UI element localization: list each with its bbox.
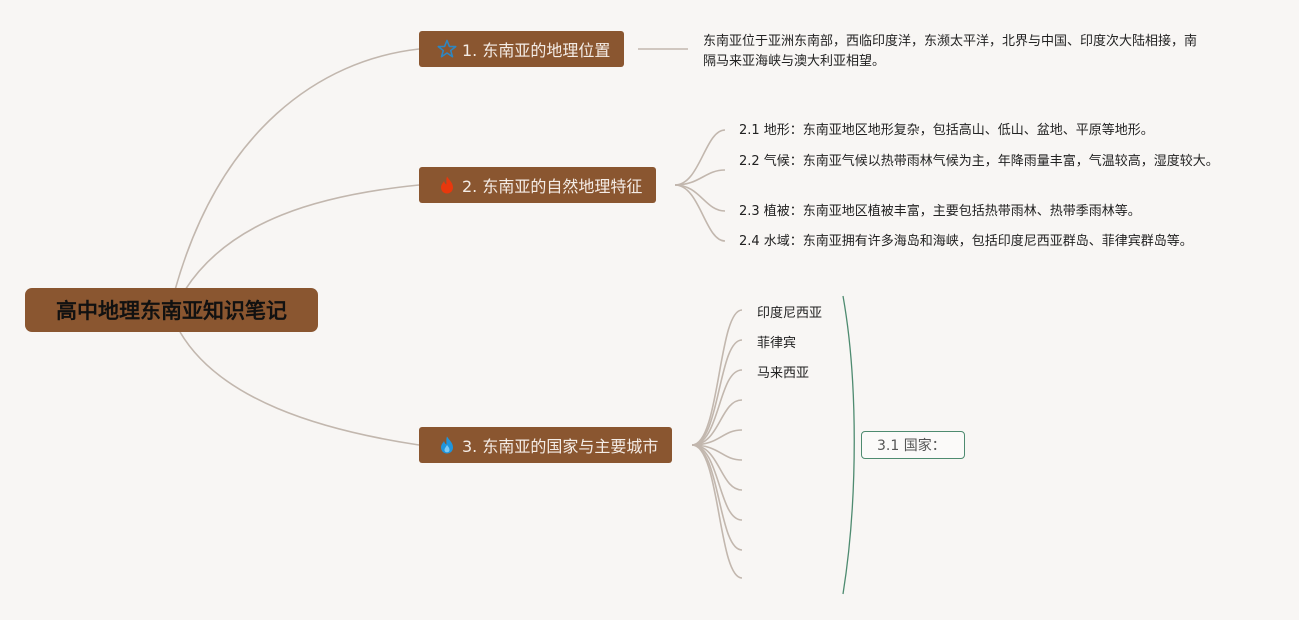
location-note: 东南亚位于亚洲东南部，西临印度洋，东濒太平洋，北界与中国、印度次大陆相接，南隔马…	[703, 34, 1198, 69]
country-item-indonesia[interactable]: 印度尼西亚	[757, 306, 823, 321]
country-connector-1	[691, 309, 743, 446]
root-to-branch-3-connector	[179, 331, 420, 446]
branch-physical-features[interactable]: 2. 东南亚的自然地理特征	[419, 167, 657, 203]
branch-label: 1. 东南亚的地理位置	[462, 41, 611, 60]
summary-bracket	[842, 295, 855, 595]
branch-countries-cities[interactable]: 3. 东南亚的国家与主要城市	[419, 427, 673, 463]
root-topic[interactable]: 高中地理东南亚知识笔记	[25, 288, 318, 332]
country-item-philippines[interactable]: 菲律宾	[757, 336, 797, 351]
star-icon	[437, 39, 457, 59]
feature-item-climate: 2.2 气候：东南亚气候以热带雨林气候为主，年降雨量丰富，气温较高，湿度较大。	[739, 154, 1219, 169]
fire-icon	[437, 175, 457, 195]
country-connector-9	[691, 444, 743, 551]
country-connector-8	[691, 444, 743, 521]
branch-geographic-location[interactable]: 1. 东南亚的地理位置	[419, 31, 625, 67]
countries-summary[interactable]: 3.1 国家：	[861, 431, 965, 459]
branch-label: 3. 东南亚的国家与主要城市	[462, 437, 659, 456]
flame-icon	[437, 435, 457, 455]
summary-label: 3.1 国家：	[877, 438, 946, 454]
feature-item-vegetation: 2.3 植被：东南亚地区植被丰富，主要包括热带雨林、热带季雨林等。	[739, 204, 1141, 219]
country-connector-4	[691, 399, 743, 446]
country-connector-10	[691, 444, 743, 579]
feature-item-terrain: 2.1 地形：东南亚地区地形复杂，包括高山、低山、盆地、平原等地形。	[739, 123, 1154, 138]
branch-label: 2. 东南亚的自然地理特征	[462, 177, 643, 196]
feature-connector-2	[674, 169, 726, 186]
root-to-branch-2-connector	[184, 184, 420, 291]
feature-item-waters: 2.4 水域：东南亚拥有许多海岛和海峡，包括印度尼西亚群岛、菲律宾群岛等。	[739, 234, 1193, 249]
country-connector-3	[691, 369, 743, 446]
country-connector-2	[691, 339, 743, 446]
feature-connector-4	[674, 184, 726, 242]
country-item-malaysia[interactable]: 马来西亚	[757, 366, 810, 381]
root-topic-label: 高中地理东南亚知识笔记	[56, 299, 287, 323]
feature-connector-3	[674, 184, 726, 212]
feature-connector-1	[674, 129, 726, 186]
root-to-branch-1-connector	[174, 48, 420, 291]
